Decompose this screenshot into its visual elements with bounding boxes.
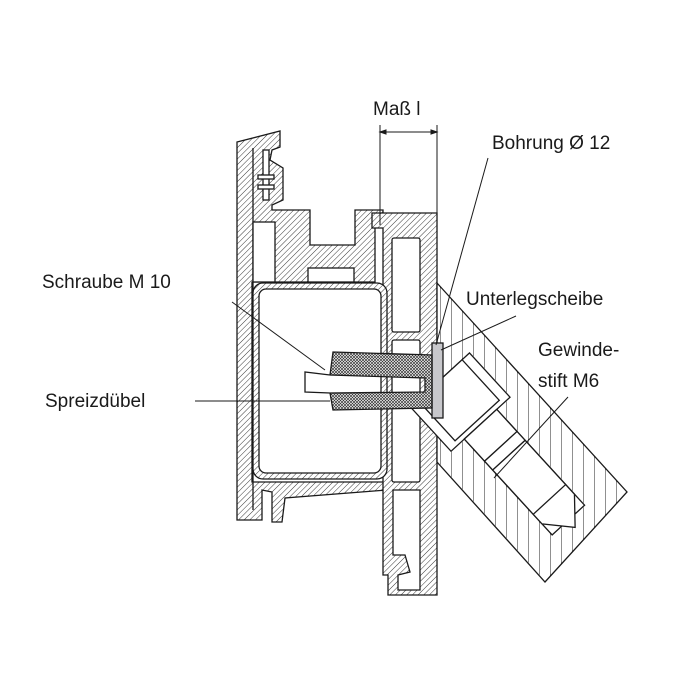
screw-label: Schraube M 10 — [42, 272, 171, 293]
bore-label: Bohrung Ø 12 — [492, 133, 611, 154]
set-screw-label-line2: stift M6 — [538, 371, 600, 392]
anchor-label: Spreizdübel — [45, 391, 146, 412]
washer — [431, 342, 444, 419]
washer-label: Unterlegscheibe — [466, 289, 604, 310]
expansion-anchor — [304, 351, 433, 411]
leader-lines — [195, 125, 569, 479]
bore-and-set-screw — [409, 352, 586, 536]
dimension-label: Maß l — [373, 99, 421, 120]
set-screw-label-line1: Gewinde- — [538, 340, 620, 361]
